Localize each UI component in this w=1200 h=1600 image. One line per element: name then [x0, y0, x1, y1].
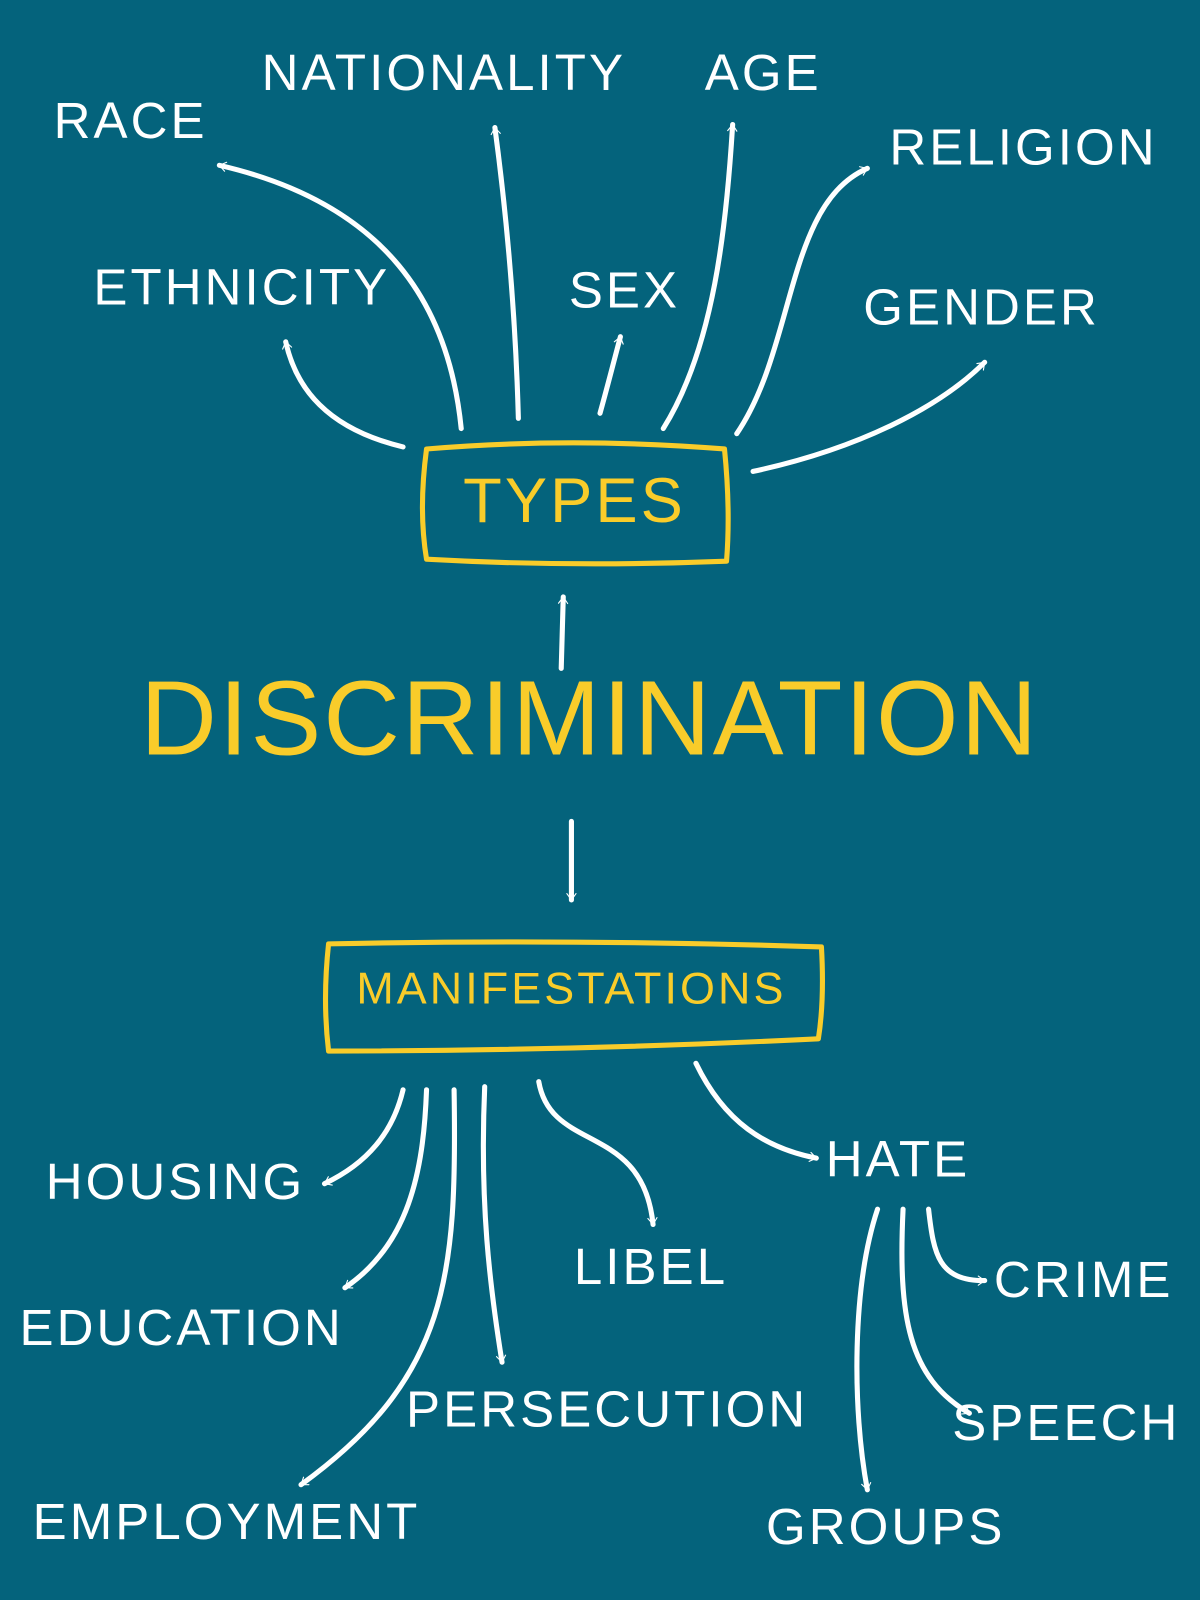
manifestation-education: EDUCATION [20, 1299, 344, 1356]
arrow-to-education [342, 1087, 430, 1291]
hate-speech: SPEECH [952, 1394, 1180, 1451]
arrow-to-hate [693, 1060, 819, 1162]
arrow-to-ethnicity [282, 339, 406, 450]
manifestation-housing: HOUSING [46, 1153, 306, 1210]
arrow-to-race [216, 161, 464, 432]
manifestation-arrows [298, 1060, 988, 1493]
type-religion: RELIGION [889, 119, 1157, 176]
type-ethnicity: ETHNICITY [93, 258, 390, 315]
arrow-to-employment [298, 1087, 458, 1488]
manifestation-libel: LIBEL [574, 1238, 728, 1295]
arrow-to-gender [750, 359, 988, 474]
arrow-up-to-types [557, 594, 569, 671]
manifestations-label: MANIFESTATIONS [356, 963, 786, 1014]
manifestation-employment: EMPLOYMENT [33, 1493, 421, 1550]
type-gender: GENDER [863, 279, 1100, 336]
type-race: RACE [54, 92, 208, 149]
manifestation-persecution: PERSECUTION [406, 1381, 808, 1438]
type-sex: SEX [569, 261, 680, 318]
hate-groups: GROUPS [766, 1498, 1005, 1555]
arrow-to-nationality [490, 125, 521, 421]
arrow-to-age [660, 121, 738, 432]
arrow-to-persecution [480, 1084, 507, 1365]
manifestation-hate: HATE [826, 1131, 971, 1188]
arrow-to-libel [536, 1079, 658, 1228]
arrow-to-sex [597, 334, 624, 416]
arrow-to-housing [321, 1087, 406, 1187]
type-arrows [216, 121, 988, 474]
center-title: DISCRIMINATION [140, 660, 1039, 778]
arrow-to-religion [734, 165, 870, 437]
type-nationality: NATIONALITY [262, 44, 626, 101]
arrow-to-groups [854, 1206, 881, 1493]
manifestations-box [322, 939, 825, 1054]
hate-crime: CRIME [994, 1251, 1174, 1308]
arrow-to-crime [926, 1206, 988, 1286]
types-box [419, 440, 731, 567]
arrow-to-speech [899, 1206, 972, 1416]
type-age: AGE [705, 44, 822, 101]
types-label: TYPES [463, 466, 686, 536]
